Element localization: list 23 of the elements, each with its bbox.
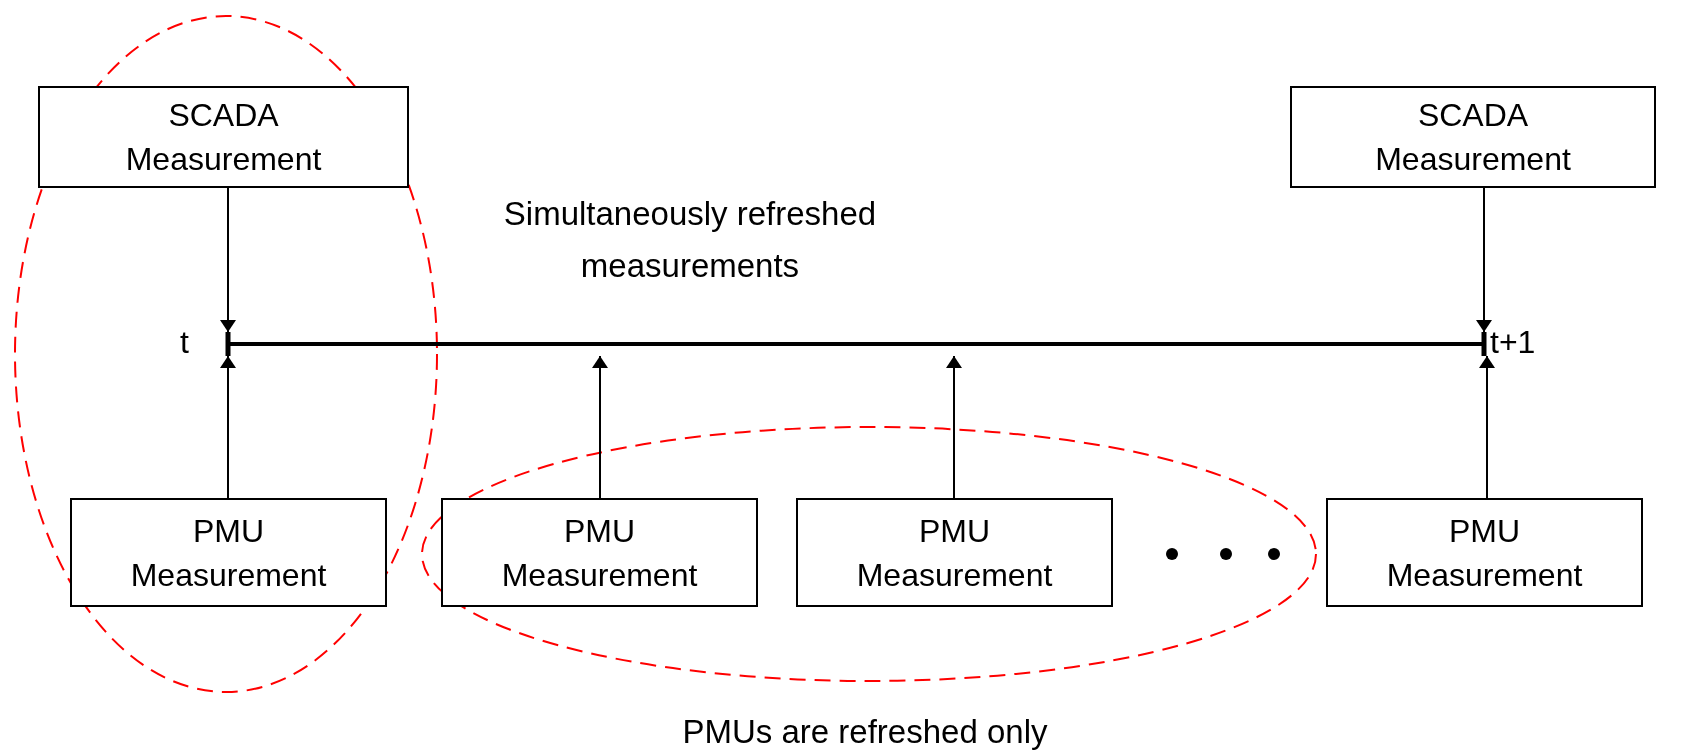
box-label: SCADA Measurement	[1374, 96, 1572, 179]
measurement-box	[70, 498, 387, 607]
annotation: Simultaneously refreshed measurements	[502, 194, 878, 286]
arrow	[592, 355, 608, 499]
timeline	[224, 332, 1488, 356]
arrow	[220, 355, 236, 499]
arrow	[220, 187, 236, 333]
measurement-box	[796, 498, 1113, 607]
measurement-box	[1326, 498, 1643, 607]
box-label: PMU Measurement	[855, 511, 1054, 595]
measurement-box	[38, 86, 409, 188]
measurement-box	[441, 498, 758, 607]
measurement-box	[1290, 86, 1656, 188]
time-label: t	[180, 323, 189, 362]
box-label: PMU Measurement	[129, 511, 328, 595]
arrow	[1479, 355, 1495, 499]
arrow	[946, 355, 962, 499]
box-label: PMU Measurement	[1385, 511, 1584, 595]
annotation: PMUs are refreshed only	[681, 712, 1049, 752]
time-label: t+1	[1490, 323, 1536, 362]
arrow	[1476, 187, 1492, 333]
box-label: PMU Measurement	[500, 511, 699, 595]
box-label: SCADA Measurement	[124, 96, 323, 179]
